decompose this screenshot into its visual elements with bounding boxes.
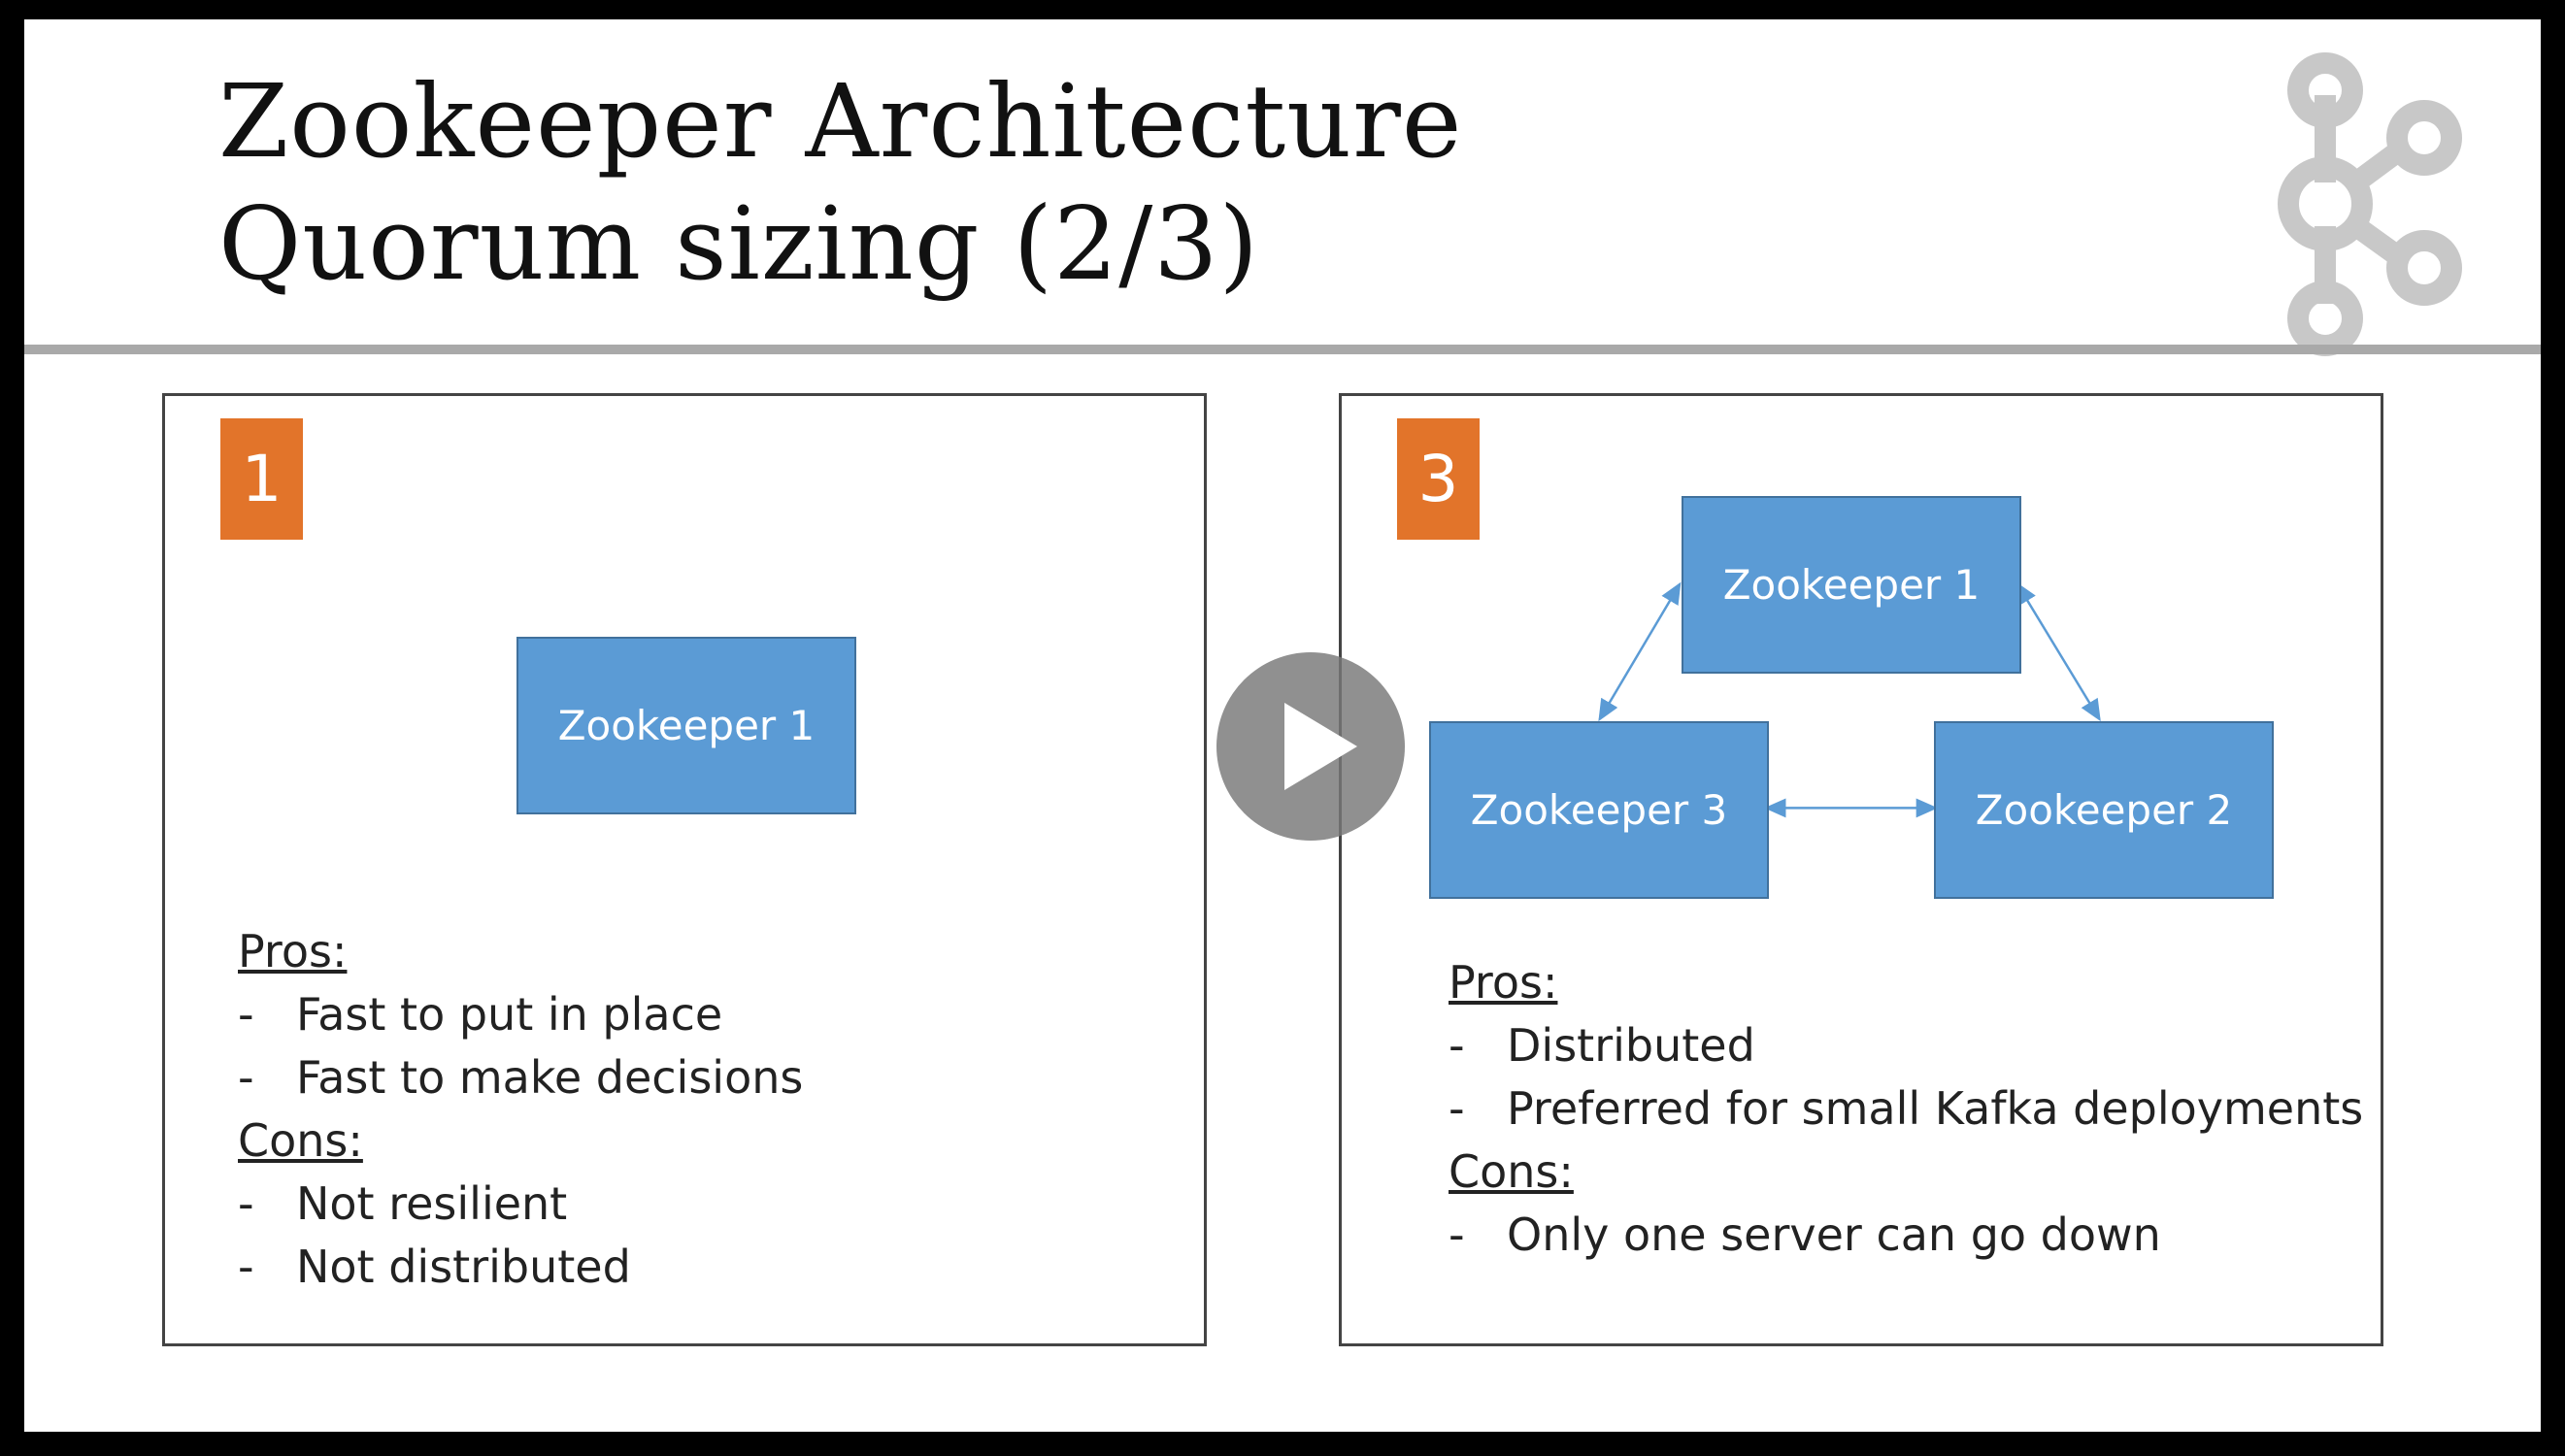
cons-heading: Cons: <box>238 1114 363 1167</box>
pros-cons-list: Pros: -Fast to put in place -Fast to mak… <box>238 920 803 1299</box>
slide: Zookeeper Architecture Quorum sizing (2/… <box>24 19 2541 1432</box>
title-divider <box>24 345 2541 354</box>
badge-node-count: 3 <box>1397 418 1480 540</box>
pros-heading: Pros: <box>1449 956 1558 1009</box>
link-zk1-zk3 <box>1598 581 1682 722</box>
cons-item: -Not distributed <box>238 1241 631 1293</box>
cons-heading: Cons: <box>1449 1145 1574 1198</box>
pros-cons-list: Pros: -Distributed -Preferred for small … <box>1449 951 2363 1267</box>
panel-three-nodes: 3 Zookeeper 1 Zookeeper 3 Zookeeper 2 Pr… <box>1339 393 2383 1346</box>
slide-title: Zookeeper Architecture Quorum sizing (2/… <box>218 60 1462 305</box>
pros-item: -Preferred for small Kafka deployments <box>1449 1082 2364 1135</box>
cons-item: -Only one server can go down <box>1449 1208 2161 1261</box>
zookeeper-node-2: Zookeeper 2 <box>1934 721 2274 899</box>
node-connections <box>1598 581 2101 818</box>
pros-item: -Distributed <box>1449 1019 1755 1072</box>
badge-node-count: 1 <box>220 418 303 540</box>
play-button[interactable] <box>1216 652 1405 841</box>
title-line-1: Zookeeper Architecture <box>218 62 1463 181</box>
zookeeper-node-3: Zookeeper 3 <box>1429 721 1769 899</box>
link-zk1-zk2 <box>2015 581 2101 722</box>
zookeeper-node: Zookeeper 1 <box>516 637 856 814</box>
play-icon <box>1284 703 1357 790</box>
pros-heading: Pros: <box>238 925 348 977</box>
kafka-logo <box>2278 52 2462 356</box>
cons-item: -Not resilient <box>238 1177 568 1230</box>
pros-item: -Fast to put in place <box>238 988 723 1041</box>
panel-single-node: 1 Zookeeper 1 Pros: -Fast to put in plac… <box>162 393 1207 1346</box>
zookeeper-node-1: Zookeeper 1 <box>1682 496 2021 674</box>
pros-item: -Fast to make decisions <box>238 1051 804 1104</box>
title-line-2: Quorum sizing (2/3) <box>218 184 1260 303</box>
